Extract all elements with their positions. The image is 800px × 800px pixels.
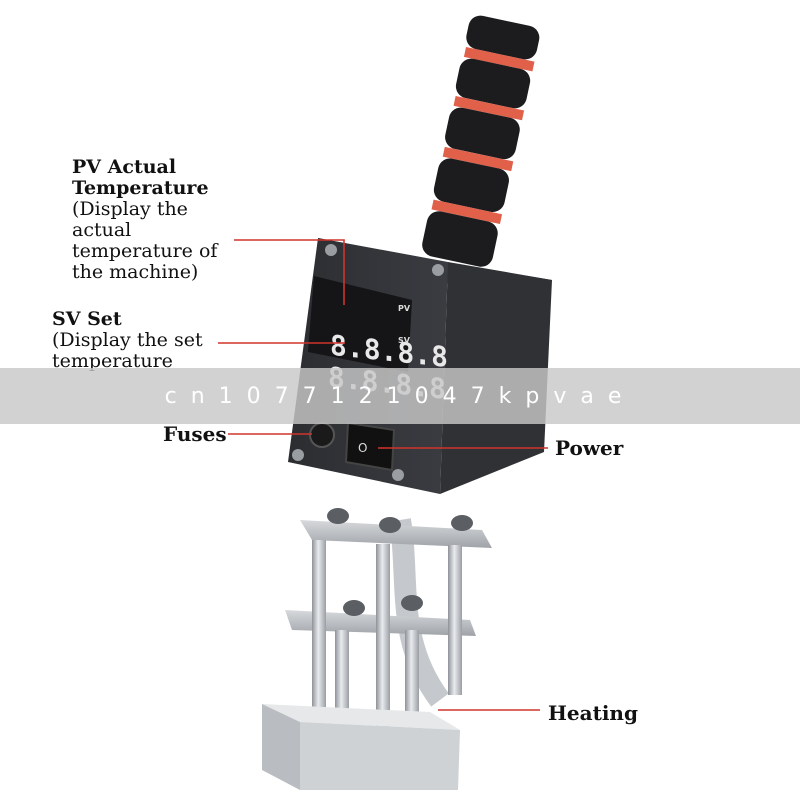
pv-desc-line1: (Display the (72, 198, 188, 220)
pv-title-line1: PV Actual (72, 156, 177, 178)
pv-desc-line4: the machine) (72, 261, 199, 283)
sv-display-tag: SV (398, 336, 410, 345)
pv-desc-line2: actual (72, 219, 132, 241)
sv-desc-line2: temperature (52, 350, 173, 372)
control-box: 8.8.8.8 8.8.8.8 O (288, 238, 552, 494)
pv-display-tag: PV (398, 304, 411, 313)
fuses-label: Fuses (163, 422, 227, 446)
power-label: Power (555, 436, 624, 460)
sv-title: SV Set (52, 308, 122, 330)
svg-text:O: O (358, 441, 367, 455)
leader-lines (218, 239, 548, 711)
heating-label: Heating (548, 701, 638, 725)
handle (422, 15, 540, 267)
sv-desc-line1: (Display the set (52, 329, 203, 351)
pv-title-line2: Temperature (72, 177, 209, 199)
watermark-text: cn1077121047kpvae (164, 383, 636, 409)
pv-desc-line3: temperature of (72, 240, 218, 262)
pv-label: PV Actual Temperature (Display the actua… (72, 157, 217, 283)
sv-label: SV Set (Display the set temperature (52, 309, 203, 372)
watermark-banner: cn1077121047kpvae (0, 368, 800, 424)
